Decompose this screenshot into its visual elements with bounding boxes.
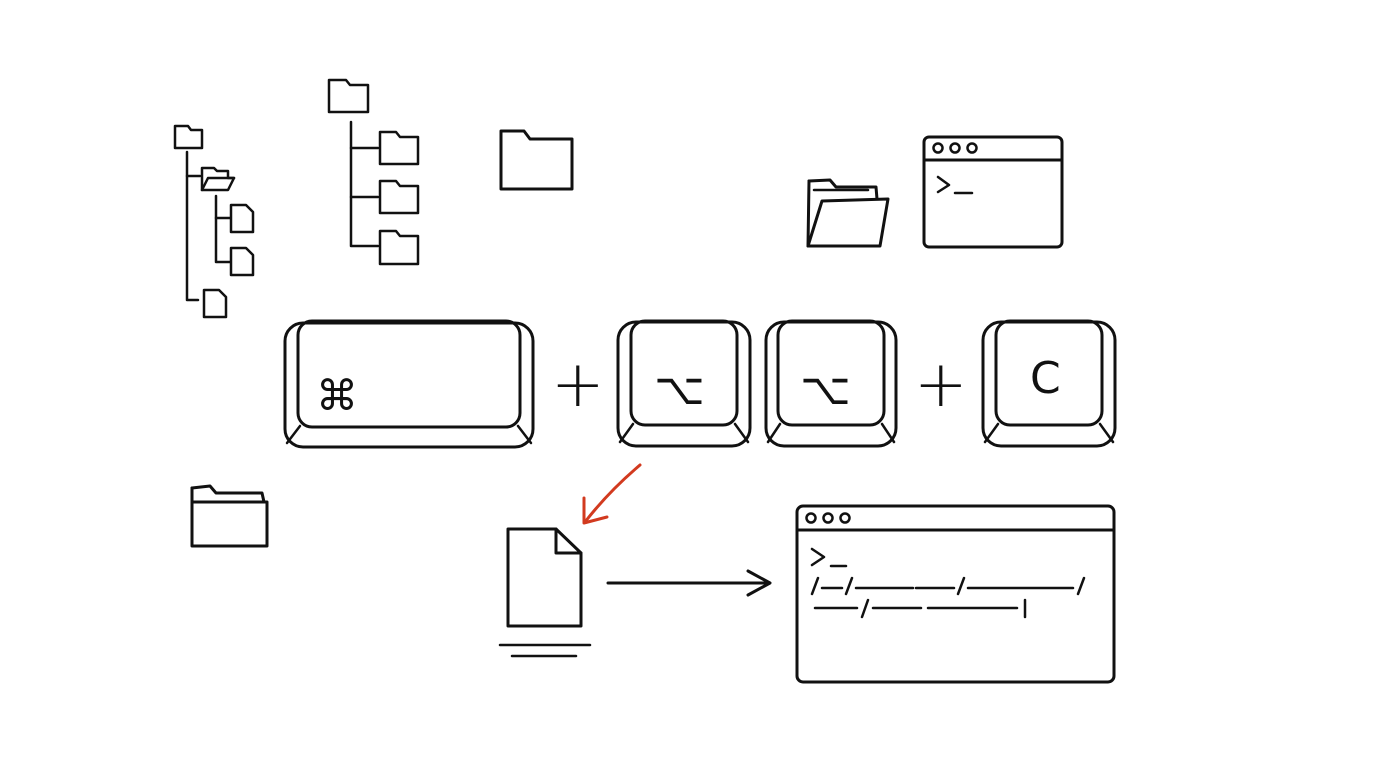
window-dot-icon bbox=[949, 142, 961, 154]
command-path-line bbox=[813, 598, 1027, 619]
folder-icon bbox=[173, 124, 204, 150]
c-key: C bbox=[981, 319, 1117, 448]
option-symbol: ⌥ bbox=[800, 364, 851, 415]
window-dot-icon bbox=[966, 142, 978, 154]
option-key: ⌥ bbox=[764, 319, 898, 448]
file-icon bbox=[229, 246, 255, 277]
c-letter: C bbox=[1030, 353, 1061, 404]
window-dot-icon bbox=[932, 142, 944, 154]
window-dot-icon bbox=[839, 512, 851, 524]
command-symbol: ⌘ bbox=[316, 371, 358, 420]
folder-icon bbox=[327, 78, 370, 114]
red-arrow-icon bbox=[582, 463, 642, 525]
document-icon bbox=[498, 527, 592, 658]
terminal-prompt-icon bbox=[936, 175, 974, 195]
terminal-prompt-icon bbox=[810, 547, 848, 568]
command-key: ⌘ bbox=[283, 319, 535, 449]
plus-sign: + bbox=[551, 348, 605, 422]
file-tree-middle bbox=[327, 78, 420, 266]
window-dot-icon bbox=[822, 512, 834, 524]
folder-icon bbox=[378, 229, 420, 266]
open-folder-icon bbox=[806, 178, 890, 248]
folder-icon bbox=[378, 179, 420, 215]
open-folder-icon bbox=[200, 166, 236, 192]
folder-icon bbox=[378, 130, 420, 166]
file-icon bbox=[229, 203, 255, 234]
plus-sign: + bbox=[914, 348, 968, 422]
file-tree-left bbox=[173, 124, 255, 319]
file-icon bbox=[202, 288, 228, 319]
folder-icon bbox=[190, 484, 269, 548]
option-key: ⌥ bbox=[616, 319, 752, 448]
folder-icon bbox=[499, 129, 574, 191]
option-symbol: ⌥ bbox=[654, 364, 705, 415]
window-dot-icon bbox=[805, 512, 817, 524]
terminal-window-small bbox=[922, 135, 1064, 249]
terminal-window-large bbox=[795, 504, 1116, 684]
command-path-line bbox=[810, 576, 1086, 596]
right-arrow-icon bbox=[606, 569, 772, 597]
